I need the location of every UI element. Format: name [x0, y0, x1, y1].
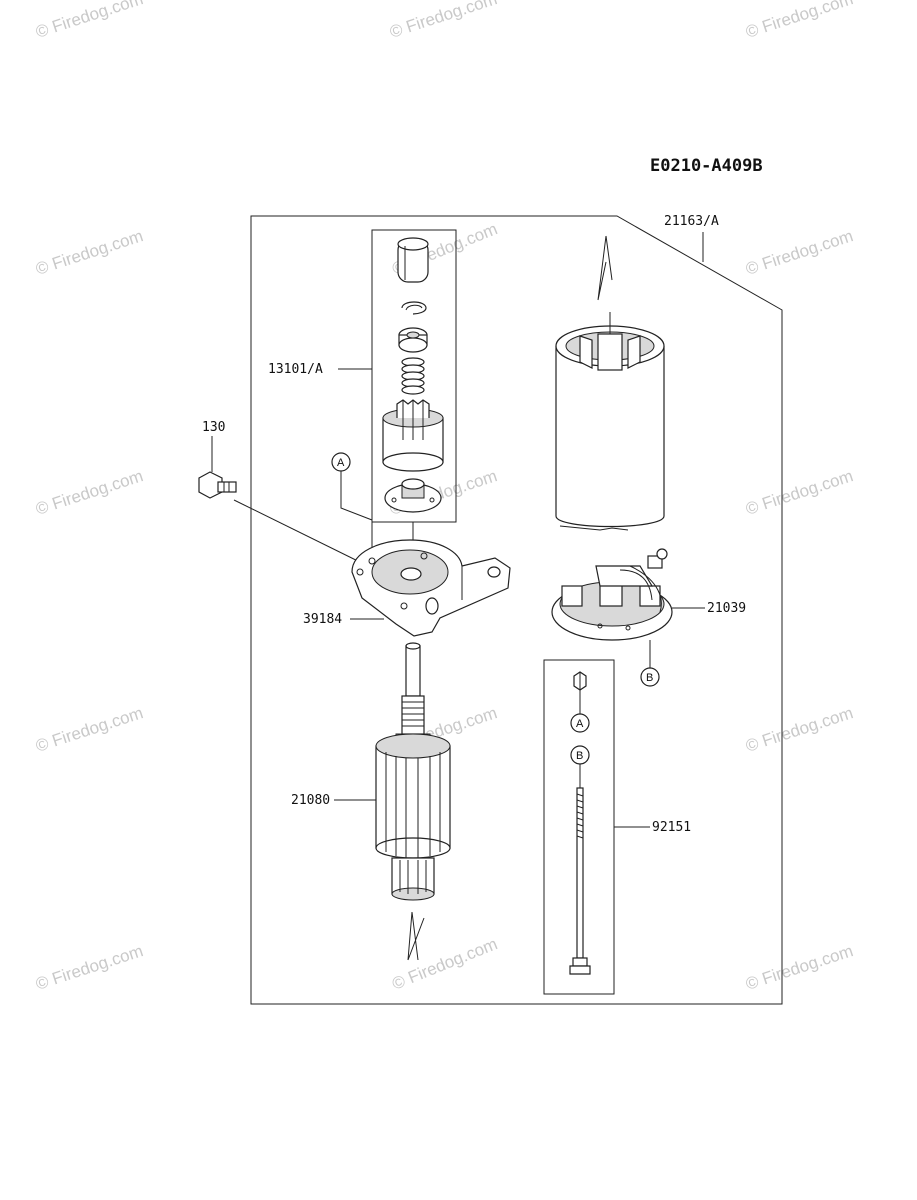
callout-b-label-top: B [646, 672, 653, 684]
yoke-cover-part [555, 312, 665, 531]
bolt-axis-line [233, 499, 373, 569]
watermark: © Firedog.com [743, 466, 855, 519]
pinion-stop-part [397, 237, 429, 283]
part-label-13101: 13101/A [268, 362, 323, 377]
armature-part [375, 642, 451, 901]
part-label-130: 130 [202, 420, 225, 435]
clutch-group-box [371, 229, 457, 523]
nut-part [573, 671, 587, 691]
outer-frame [250, 215, 783, 1005]
pinion-gear-part [382, 399, 444, 472]
diagram-code: E0210-A409B [650, 156, 763, 176]
watermark: © Firedog.com [33, 941, 145, 994]
watermark: © Firedog.com [743, 703, 855, 756]
bolt-130-part [198, 471, 237, 499]
watermark: © Firedog.com [743, 0, 855, 42]
callout-a-leader [340, 471, 373, 548]
watermark: © Firedog.com [387, 0, 499, 42]
bushing-part [398, 327, 428, 353]
callout-a-label: A [337, 457, 345, 469]
watermark: © Firedog.com [33, 466, 145, 519]
snap-ring-part [401, 301, 427, 315]
thrust-plate-part [384, 478, 442, 513]
armature-axis-break [407, 911, 425, 961]
callout-b-label-bolt: B [576, 750, 583, 762]
callout-a-label-bolt: A [576, 718, 584, 730]
part-label-21163: 21163/A [664, 214, 719, 229]
watermark: © Firedog.com [743, 941, 855, 994]
part-label-21039: 21039 [707, 601, 746, 616]
watermark: © Firedog.com [33, 0, 145, 42]
through-bolt-part [569, 787, 591, 975]
callout-b-circle-top [640, 667, 660, 687]
callout-a-circle-bolt [570, 713, 590, 733]
part-label-21080: 21080 [291, 793, 330, 808]
cover-axis-break [597, 235, 613, 301]
part-label-39184: 39184 [303, 612, 342, 627]
watermark: © Firedog.com [389, 934, 500, 993]
spring-part [401, 357, 425, 395]
watermark: © Firedog.com [33, 226, 145, 279]
brush-holder-part [551, 548, 673, 641]
drive-end-bracket-part [351, 539, 511, 637]
watermark: © Firedog.com [33, 703, 145, 756]
watermark: © Firedog.com [743, 226, 855, 279]
part-label-92151: 92151 [652, 820, 691, 835]
